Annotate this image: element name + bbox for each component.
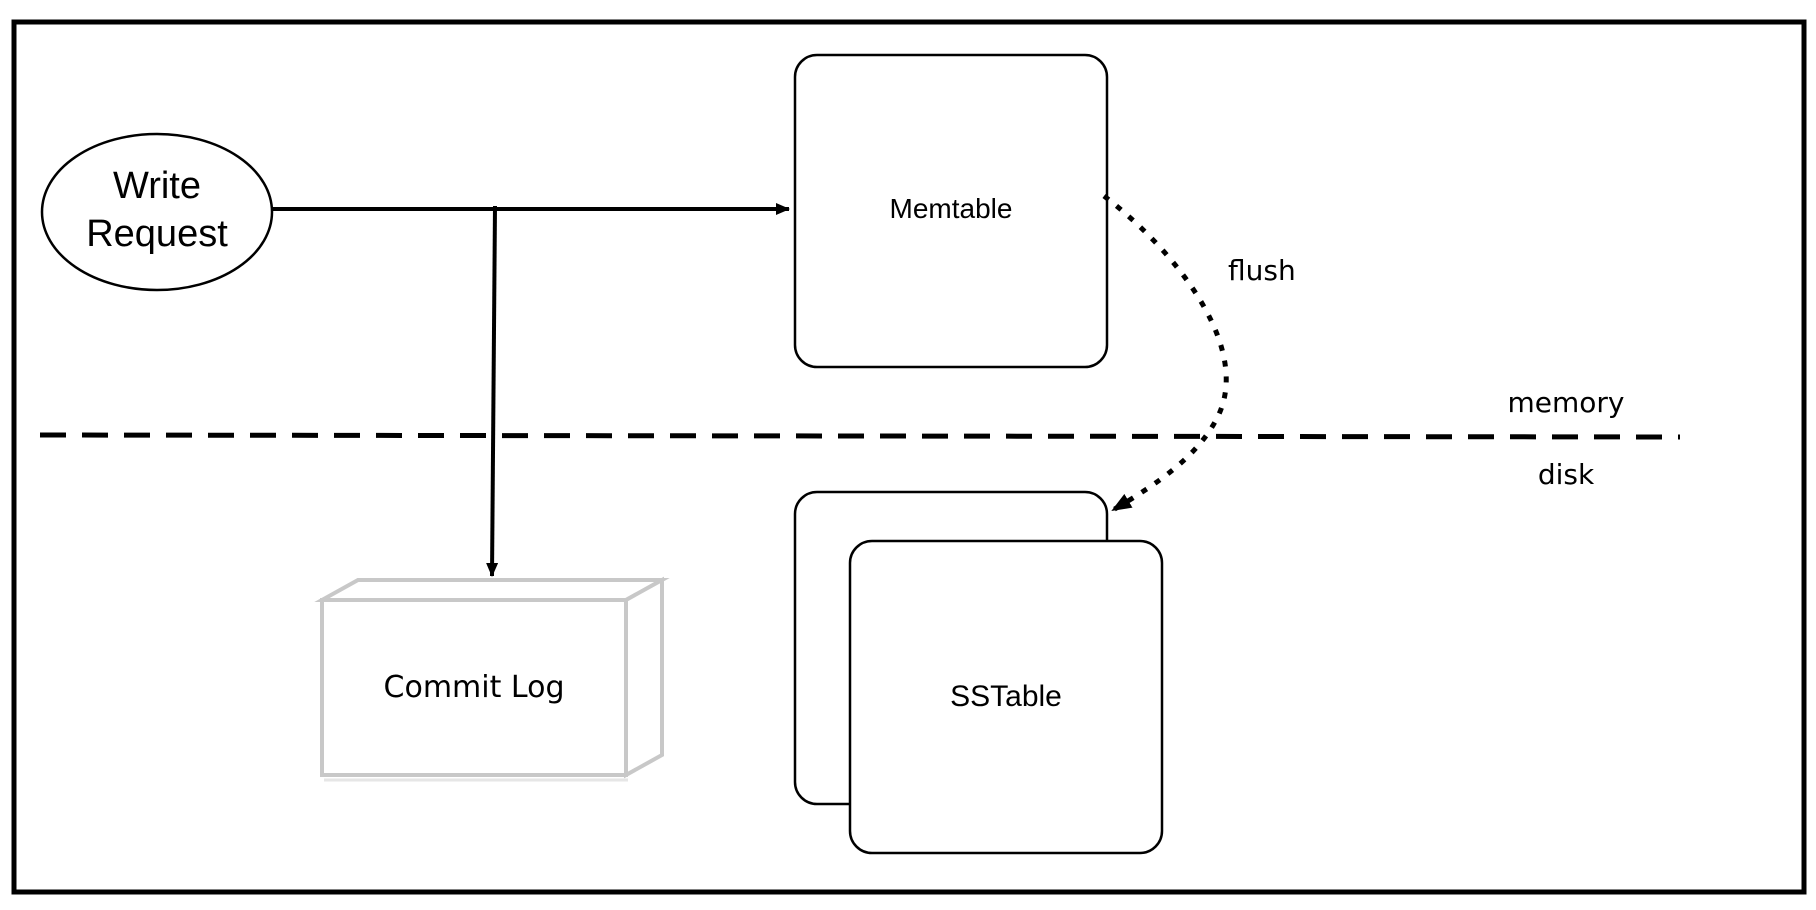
memory-region-label: memory bbox=[1508, 386, 1625, 419]
flush-arrow bbox=[1102, 194, 1229, 513]
sstable-node: SSTable bbox=[793, 490, 1164, 855]
commit-log-label: Commit Log bbox=[384, 670, 565, 705]
commit-log-node: Commit Log bbox=[314, 576, 670, 782]
disk-region-label: disk bbox=[1538, 458, 1595, 491]
memory-disk-divider bbox=[39, 432, 1681, 440]
memtable-node: Memtable bbox=[793, 53, 1109, 369]
flush-label: flush bbox=[1228, 254, 1296, 287]
write-request-node: Write Request bbox=[40, 132, 274, 292]
write-to-commit-log-arrow bbox=[486, 205, 499, 577]
sstable-front-card bbox=[848, 539, 1164, 855]
sstable-label: SSTable bbox=[950, 680, 1062, 713]
write-request-label-line2: Request bbox=[86, 213, 228, 255]
memtable-label: Memtable bbox=[890, 193, 1013, 224]
write-request-label-line1: Write bbox=[113, 165, 201, 207]
